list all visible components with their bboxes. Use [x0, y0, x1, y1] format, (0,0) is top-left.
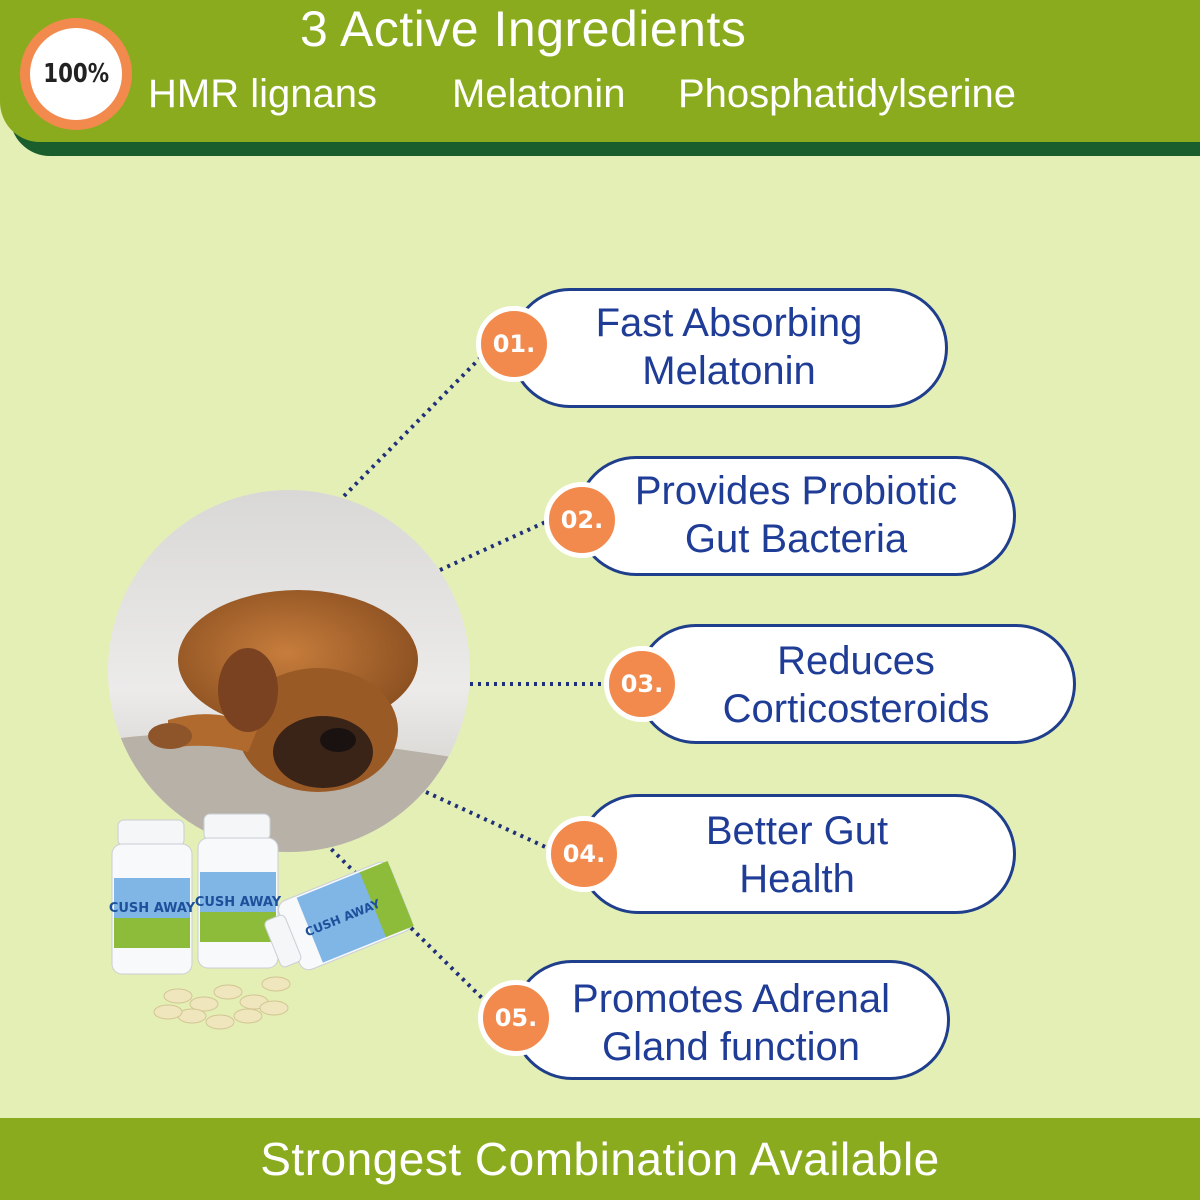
- benefit-5-line1: Promotes Adrenal: [572, 977, 890, 1021]
- percent-badge-label: 100%: [43, 59, 109, 89]
- connector-line-4: [425, 790, 553, 852]
- svg-text:CUSH AWAY: CUSH AWAY: [195, 895, 282, 910]
- benefit-number-5: 05.: [494, 1004, 538, 1032]
- benefit-5-line2: Gland function: [602, 1025, 860, 1069]
- benefit-box-5: Promotes Adrenal Gland function: [512, 960, 950, 1080]
- ingredient-hmr-lignans: HMR lignans: [148, 72, 377, 116]
- benefit-2-line2: Gut Bacteria: [684, 517, 908, 561]
- header-band: [0, 0, 1200, 142]
- benefit-box-2: Provides Probiotic Gut Bacteria: [576, 456, 1016, 576]
- benefit-number-1: 01.: [492, 330, 536, 358]
- benefit-1-line1: Fast Absorbing: [595, 301, 863, 345]
- connector-line-1: [342, 350, 488, 498]
- header-banner: 100% 3 Active Ingredients HMR lignans Me…: [0, 0, 1200, 156]
- footer-banner: Strongest Combination Available: [0, 1118, 1200, 1200]
- benefit-box-1: Fast Absorbing Melatonin: [510, 288, 948, 408]
- benefit-number-badge-2: 02.: [544, 482, 620, 558]
- benefit-3-line2: Corticosteroids: [722, 687, 990, 731]
- benefit-1-line2: Melatonin: [642, 349, 816, 393]
- page-title: 3 Active Ingredients: [300, 1, 747, 57]
- bottle-left: CUSH AWAY: [109, 819, 196, 975]
- bottle-middle: CUSH AWAY: [195, 813, 282, 969]
- benefit-number-badge-5: 05.: [478, 980, 554, 1056]
- ingredient-melatonin: Melatonin: [452, 72, 626, 116]
- benefit-number-4: 04.: [562, 840, 606, 868]
- benefit-number-badge-4: 04.: [546, 816, 622, 892]
- percent-badge: 100%: [20, 18, 132, 130]
- benefit-box-3: Reduces Corticosteroids: [636, 624, 1076, 744]
- benefit-4-line1: Better Gut: [705, 809, 889, 853]
- benefit-number-3: 03.: [620, 670, 664, 698]
- ingredient-phosphatidylserine: Phosphatidylserine: [678, 72, 1016, 116]
- benefit-3-line1: Reduces: [777, 639, 935, 683]
- benefit-number-badge-1: 01.: [476, 306, 552, 382]
- benefit-box-4: Better Gut Health: [578, 794, 1016, 914]
- footer-tagline: Strongest Combination Available: [260, 1133, 940, 1185]
- benefit-number-2: 02.: [560, 506, 604, 534]
- benefit-2-line1: Provides Probiotic: [634, 469, 958, 513]
- bottle-tipped: CUSH AWAY: [264, 861, 414, 971]
- svg-text:CUSH AWAY: CUSH AWAY: [109, 901, 196, 916]
- benefit-4-line2: Health: [739, 857, 855, 901]
- connector-line-5: [318, 836, 486, 1002]
- benefit-number-badge-3: 03.: [604, 646, 680, 722]
- sleeping-puppy-photo: [108, 490, 470, 852]
- connector-line-2: [439, 518, 551, 572]
- percent-badge-inner: 100%: [30, 28, 122, 120]
- tablets: [153, 976, 291, 1030]
- supplement-bottles-image: CUSH AWAY CUSH AWAY CUSH AWAY: [108, 808, 430, 1048]
